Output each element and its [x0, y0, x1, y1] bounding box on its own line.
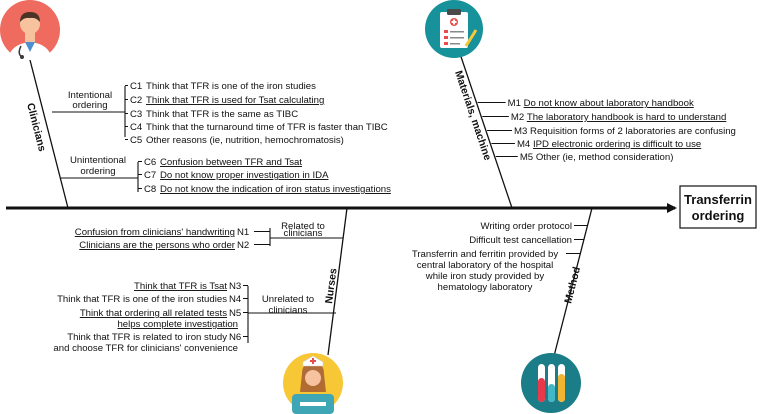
materials-cause-text: Other (ie, method consideration)	[536, 152, 674, 163]
materials-title: Materials, machine	[452, 69, 493, 162]
related-cause-code: N2	[237, 240, 249, 251]
intentional-label-1: Intentional	[68, 90, 112, 101]
method-cause-text: central laboratory of the hospital	[417, 260, 554, 271]
unrelated-cause-code: N4	[229, 294, 242, 305]
intentional-cause-text: Other reasons (ie, nutrition, hemochroma…	[146, 135, 344, 146]
method-cause-text: Writing order protocol	[480, 221, 572, 232]
unintentional-cause-code: C8	[144, 184, 156, 195]
intentional-label-2: ordering	[72, 100, 107, 111]
related-cause-text: Confusion from clinicians' handwriting	[75, 227, 235, 238]
unintentional-label-1: Unintentional	[70, 155, 126, 166]
materials-cause-code: M3	[514, 126, 527, 137]
intentional-cause-code: C2	[130, 95, 142, 106]
unintentional-cause-text: Confusion between TFR and Tsat	[160, 157, 302, 168]
materials-bone	[451, 29, 513, 209]
intentional-cause-code: C3	[130, 109, 142, 120]
related-label-1: Related to	[281, 221, 325, 232]
method-title: Method	[562, 266, 583, 305]
clipboard-checklist-icon	[425, 0, 483, 58]
method-cause-text: hematology laboratory	[438, 282, 533, 293]
intentional-cause-text: Think that the turnaround time of TFR is…	[146, 122, 388, 133]
unrelated-cause-code: N3	[229, 281, 241, 292]
related-cause-code: N1	[237, 227, 249, 238]
unrelated-label-2: clinicians	[269, 305, 308, 316]
unrelated-cause-code: N6	[229, 332, 241, 343]
method-cause-text: Transferrin and ferritin provided by	[412, 249, 558, 260]
materials-cause-code: M1	[508, 98, 521, 109]
effect-box: Transferrin ordering	[679, 185, 757, 229]
intentional-cause-text: Think that TFR is used for Tsat calculat…	[146, 95, 324, 106]
unintentional-cause-code: C6	[144, 157, 156, 168]
materials-cause-text: The laboratory handbook is hard to under…	[527, 112, 726, 123]
unintentional-cause-code: C7	[144, 170, 156, 181]
method-cause-text: Difficult test cancellation	[469, 235, 572, 246]
nurses-bone	[327, 207, 348, 356]
unrelated-cause-text: Think that TFR is one of the iron studie…	[57, 294, 227, 305]
unrelated-cause-code: N5	[229, 308, 241, 319]
unrelated-cause-text: Think that ordering all related tests	[80, 308, 227, 319]
method-bone	[552, 207, 593, 361]
unintentional-cause-text: Do not know proper investigation in IDA	[160, 170, 329, 181]
unrelated-cause-text: Think that TFR is related to iron study	[67, 332, 227, 343]
intentional-cause-code: C5	[130, 135, 142, 146]
intentional-cause-code: C4	[130, 122, 143, 133]
doctor-icon	[0, 0, 60, 60]
materials-cause-code: M4	[517, 139, 531, 150]
materials-cause-code: M5	[520, 152, 533, 163]
clinicians-title: Clinicians	[24, 102, 48, 153]
test-tubes-icon	[521, 353, 581, 413]
unrelated-label-1: Unrelated to	[262, 294, 314, 305]
unintentional-label-2: ordering	[80, 166, 115, 177]
intentional-causes: C1 Think that TFR is one of the iron stud…	[125, 81, 388, 146]
unrelated-cause-text: Think that TFR is Tsat	[134, 281, 227, 292]
materials-cause-text: Requisition forms of 2 laboratories are …	[530, 126, 736, 137]
effect-label-line1: Transferrin	[684, 192, 752, 207]
materials-cause-text: Do not know about laboratory handbook	[524, 98, 694, 109]
materials-cause-text: IPD electronic ordering is difficult to …	[533, 139, 701, 150]
related-label-2: clinicians	[284, 228, 323, 239]
effect-label-line2: ordering	[692, 208, 745, 223]
intentional-cause-code: C1	[130, 81, 142, 92]
materials-cause-code: M2	[511, 112, 524, 123]
unrelated-cause-text: helps complete investigation	[117, 319, 238, 330]
intentional-cause-text: Think that TFR is the same as TIBC	[146, 109, 298, 120]
clinicians-bone	[29, 59, 69, 209]
nurses-title: Nurses	[323, 267, 340, 304]
method-cause-text: while iron study provided by	[425, 271, 545, 282]
intentional-cause-text: Think that TFR is one of the iron studie…	[146, 81, 316, 92]
related-cause-text: Clinicians are the persons who order	[79, 240, 236, 251]
unintentional-cause-text: Do not know the indication of iron statu…	[160, 184, 391, 195]
unrelated-cause-text: and choose TFR for clinicians' convenien…	[53, 343, 238, 354]
nurse-icon	[283, 353, 343, 414]
